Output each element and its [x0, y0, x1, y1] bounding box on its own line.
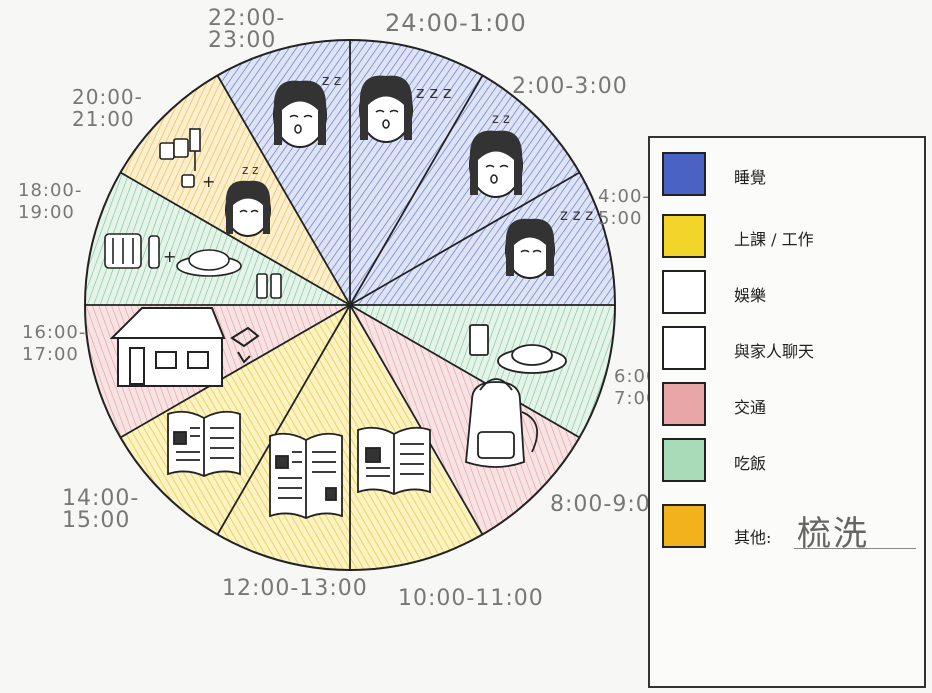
- svg-text:z z z: z z z: [416, 83, 451, 102]
- time-label: 4:00- 5:00: [598, 186, 650, 229]
- legend-label: 吃飯: [734, 454, 767, 473]
- wheel-segment-meal: [85, 172, 350, 305]
- legend-item-sleep: 睡覺: [662, 152, 924, 198]
- legend-swatch: [662, 214, 706, 258]
- sleeping-face-icon: z z: [469, 112, 523, 198]
- sleeping-face-icon: z z z: [505, 206, 593, 279]
- wheel-divider: [349, 75, 484, 306]
- svg-text:+: +: [202, 172, 215, 191]
- legend: 睡覺 上課 / 工作 娛樂 與家人聊天 交通 吃飯 其他: 梳洗: [648, 136, 926, 688]
- toothbrush-icon: +: [159, 128, 215, 191]
- wheel-divider: [120, 304, 351, 439]
- wheel-segment-transport: [350, 305, 580, 535]
- svg-text:z z: z z: [242, 163, 258, 177]
- house-icon: [109, 307, 260, 387]
- time-label: 12:00-13:00: [222, 576, 368, 601]
- open-book-icon: [357, 426, 431, 495]
- dinner-icon: +: [104, 233, 282, 299]
- legend-label: 上課 / 工作: [734, 230, 814, 249]
- time-label: 8:00-9:00: [550, 492, 666, 517]
- svg-text:z z z: z z z: [560, 206, 593, 224]
- time-label: 2:00-3:00: [512, 74, 628, 99]
- legend-other-value: 梳洗: [797, 514, 869, 554]
- legend-label: 與家人聊天: [734, 342, 815, 361]
- sleeping-face-icon: z z: [273, 73, 341, 148]
- wheel-divider: [216, 304, 351, 535]
- time-label: 10:00-11:00: [398, 586, 544, 611]
- legend-label: 睡覺: [734, 168, 767, 187]
- open-book-icon: [269, 432, 343, 519]
- open-book-icon: [167, 410, 241, 477]
- wheel-divider: [349, 304, 580, 439]
- legend-swatch: [662, 504, 706, 548]
- legend-item-transport: 交通: [662, 382, 924, 428]
- legend-label: 交通: [734, 398, 767, 417]
- cup-and-plate-icon: [469, 324, 567, 374]
- wheel-divider: [216, 75, 351, 306]
- legend-item-other: 其他: 梳洗: [662, 504, 924, 564]
- legend-swatch: [662, 438, 706, 482]
- time-label: 22:00- 23:00: [208, 6, 286, 53]
- legend-item-class-work: 上課 / 工作: [662, 214, 924, 260]
- legend-swatch: [662, 270, 706, 314]
- activity-wheel: z z z z z z z z z z z z +: [84, 39, 616, 571]
- legend-swatch: [662, 382, 706, 426]
- svg-text:+: +: [163, 247, 176, 266]
- legend-item-family-chat: 與家人聊天: [662, 326, 924, 372]
- svg-text:z z: z z: [322, 73, 341, 89]
- time-label: 14:00- 15:00: [62, 486, 140, 533]
- legend-label: 娛樂: [734, 286, 767, 305]
- legend-item-meal: 吃飯: [662, 438, 924, 484]
- legend-swatch: [662, 152, 706, 196]
- time-label: 24:00-1:00: [385, 9, 527, 37]
- wheel-divider: [120, 171, 351, 306]
- wheel-segment-sleep: [350, 75, 580, 305]
- legend-swatch: [662, 326, 706, 370]
- wheel-divider: [349, 171, 580, 306]
- sleeping-face-icon: z z z: [359, 75, 451, 143]
- legend-item-entertainment: 娛樂: [662, 270, 924, 316]
- wheel-divider: [349, 304, 484, 535]
- backpack-icon: [465, 378, 539, 468]
- time-label: 16:00- 17:00: [22, 322, 87, 365]
- time-label: 18:00- 19:00: [18, 180, 83, 223]
- sleeping-face-icon: z z: [225, 163, 271, 237]
- time-label: 20:00- 21:00: [72, 85, 143, 131]
- wheel-segment-meal: [350, 305, 615, 438]
- legend-other-prefix: 其他:: [734, 528, 772, 547]
- wheel-outline: [84, 39, 616, 571]
- svg-text:z z: z z: [492, 112, 510, 127]
- legend-other-underline: [794, 548, 916, 549]
